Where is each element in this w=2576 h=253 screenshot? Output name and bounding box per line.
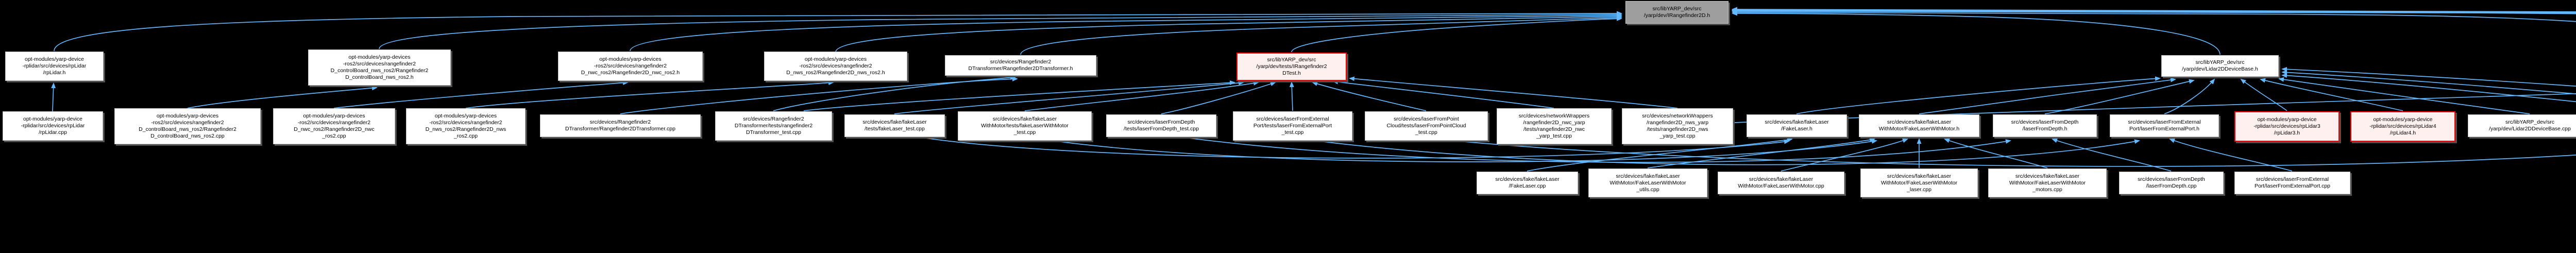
- graph-node-FakeLaser-cpp[interactable]: src/devices/fake/fakeLaser /FakeLaser.cp…: [1477, 172, 1578, 194]
- graph-node-IRangefinder2DTest-h[interactable]: src/libYARP_dev/src /yarp/dev/tests/IRan…: [1236, 53, 1347, 81]
- graph-node-laserFromExternalPort-h[interactable]: src/devices/laserFromExternal Port/laser…: [2110, 114, 2219, 137]
- graph-node-Rangefinder2D-nwc-ros2-cpp[interactable]: opt-modules/yarp-devices -ros2/src/devic…: [273, 108, 395, 144]
- graph-node-FakeLaserWithMotor-laser-cpp[interactable]: src/devices/fake/fakeLaser WithMotor/Fak…: [1860, 168, 1978, 197]
- graph-node-Rangefinder2D-controlBoard-nws-ros2-cpp[interactable]: opt-modules/yarp-devices -ros2/src/devic…: [114, 108, 261, 144]
- graph-node-FakeLaser-h[interactable]: src/devices/fake/fakeLaser /FakeLaser.h: [1747, 114, 1847, 137]
- graph-node-laserFromPointCloud-test-cpp[interactable]: src/devices/laserFromPoint Cloud/tests/l…: [1365, 111, 1488, 141]
- edge-lines: [51, 7, 2576, 172]
- graph-node-laserFromDepth-h[interactable]: src/devices/laserFromDepth /laserFromDep…: [1993, 114, 2097, 137]
- graph-node-Rangefinder2D-nws-ros2-h[interactable]: opt-modules/yarp-devices -ros2/src/devic…: [764, 52, 907, 81]
- graph-node-FakeLaserWithMotor-cpp[interactable]: src/devices/fake/fakeLaser WithMotor/Fak…: [1718, 172, 1844, 194]
- graph-node-rangefinder2DTransformer-test-cpp[interactable]: src/devices/Rangefinder2 DTransformer/te…: [715, 111, 832, 141]
- graph-node-rpLidar4-h[interactable]: opt-modules/yarp-device -rplidar/src/dev…: [2350, 111, 2455, 142]
- graph-node-Rangefinder2DTransformer-h[interactable]: src/devices/Rangefinder2 DTransformer/Ra…: [945, 55, 1096, 76]
- graph-node-FakeLaserWithMotor-motors-cpp[interactable]: src/devices/fake/fakeLaser WithMotor/Fak…: [1988, 168, 2107, 197]
- graph-node-IRangefinder2D-h-root: src/libYARP_dev/src /yarp/dev/IRangefind…: [1625, 1, 1728, 24]
- graph-node-rpLidar-cpp[interactable]: opt-modules/yarp-device -rplidar/src/dev…: [3, 111, 103, 141]
- graph-node-Rangefinder2DTransformer-cpp[interactable]: src/devices/Rangefinder2 DTransformer/Ra…: [540, 114, 701, 137]
- graph-node-Lidar2DDeviceBase-cpp[interactable]: src/libYARP_dev/src /yarp/dev/Lidar2DDev…: [2468, 114, 2576, 137]
- graph-node-Rangefinder2D-nwc-ros2-h[interactable]: opt-modules/yarp-devices -ros2/src/devic…: [558, 52, 703, 81]
- graph-node-fakeLaser-test-cpp[interactable]: src/devices/fake/fakeLaser /tests/fakeLa…: [844, 114, 945, 137]
- graph-node-laserFromExternalPort-test-cpp[interactable]: src/devices/laserFromExternal Port/tests…: [1233, 111, 1352, 141]
- graph-node-Rangefinder2D-nws-ros2-cpp[interactable]: opt-modules/yarp-devices -ros2/src/devic…: [406, 108, 526, 144]
- graph-node-fakeLaserWithMotor-test-cpp[interactable]: src/devices/fake/fakeLaser WithMotor/tes…: [958, 111, 1092, 141]
- graph-node-laserFromDepth-test-cpp[interactable]: src/devices/laserFromDepth /tests/laserF…: [1106, 114, 1216, 137]
- graph-node-rpLidar-h[interactable]: opt-modules/yarp-device -rplidar/src/dev…: [5, 52, 104, 81]
- graph-node-FakeLaserWithMotor-utils-cpp[interactable]: src/devices/fake/fakeLaser WithMotor/Fak…: [1588, 168, 1707, 197]
- graph-node-laserFromExternalPort-cpp[interactable]: src/devices/laserFromExternal Port/laser…: [2234, 172, 2350, 194]
- graph-node-Rangefinder2D-controlBoard-nws-ros2-h[interactable]: opt-modules/yarp-devices -ros2/src/devic…: [308, 49, 451, 86]
- graph-node-laserFromDepth-cpp[interactable]: src/devices/laserFromDepth /laserFromDep…: [2119, 172, 2224, 194]
- graph-node-FakeLaserWithMotor-h[interactable]: src/devices/fake/fakeLaser WithMotor/Fak…: [1859, 114, 1979, 137]
- graph-node-rangefinder2D-nwc-yarp-test-cpp[interactable]: src/devices/networkWrappers /rangefinder…: [1497, 108, 1612, 144]
- graph-node-rpLidar3-h[interactable]: opt-modules/yarp-device -rplidar/src/dev…: [2234, 111, 2340, 142]
- graph-node-rangefinder2D-nws-yarp-test-cpp[interactable]: src/devices/networkWrappers /rangefinder…: [1622, 108, 1733, 144]
- graph-node-Lidar2DDeviceBase-h[interactable]: src/libYARP_dev/src /yarp/dev/Lidar2DDev…: [2161, 55, 2279, 77]
